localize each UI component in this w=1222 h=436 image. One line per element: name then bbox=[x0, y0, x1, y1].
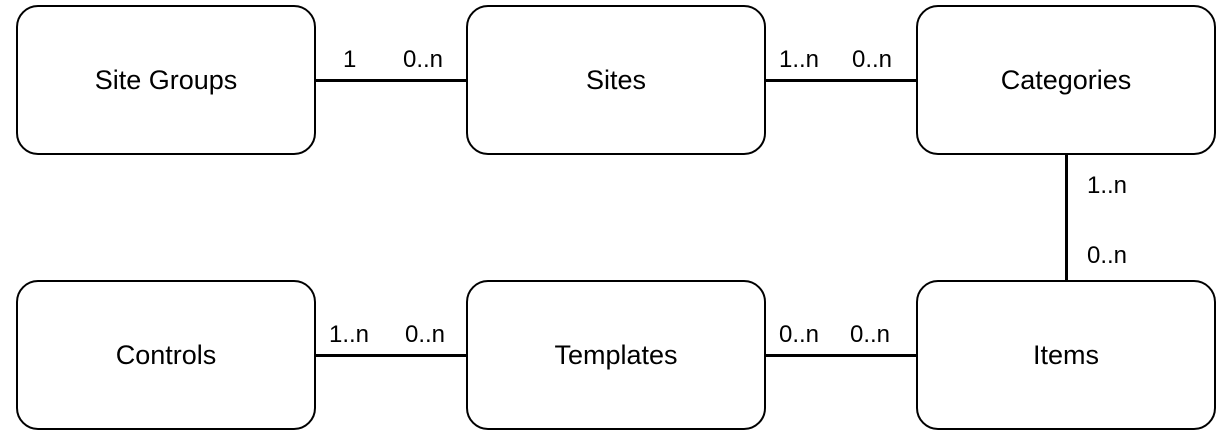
entity-sites: Sites bbox=[466, 5, 766, 155]
entity-label: Categories bbox=[1000, 64, 1132, 95]
entity-categories: Categories bbox=[916, 5, 1216, 155]
connector-sites-categories bbox=[766, 79, 916, 82]
connector-categories-items bbox=[1065, 155, 1068, 280]
entity-label: Controls bbox=[115, 339, 217, 370]
entity-label: Sites bbox=[585, 64, 647, 95]
entity-templates: Templates bbox=[466, 280, 766, 430]
cardinality-label: 0..n bbox=[1087, 242, 1128, 269]
cardinality-label: 0..n bbox=[852, 46, 893, 73]
entity-label: Items bbox=[1032, 339, 1099, 370]
entity-label: Templates bbox=[554, 339, 678, 370]
cardinality-label: 1..n bbox=[329, 321, 370, 348]
connector-templates-items bbox=[766, 354, 916, 357]
cardinality-label: 0..n bbox=[403, 46, 444, 73]
entity-controls: Controls bbox=[16, 280, 316, 430]
entity-site-groups: Site Groups bbox=[16, 5, 316, 155]
cardinality-label: 1 bbox=[343, 46, 357, 73]
cardinality-label: 0..n bbox=[779, 321, 820, 348]
cardinality-label: 1..n bbox=[1087, 172, 1128, 199]
cardinality-label: 0..n bbox=[850, 321, 891, 348]
connector-site-groups-sites bbox=[316, 79, 466, 82]
entity-label: Site Groups bbox=[94, 64, 238, 95]
connector-controls-templates bbox=[316, 354, 466, 357]
entity-items: Items bbox=[916, 280, 1216, 430]
cardinality-label: 0..n bbox=[405, 321, 446, 348]
cardinality-label: 1..n bbox=[779, 46, 820, 73]
